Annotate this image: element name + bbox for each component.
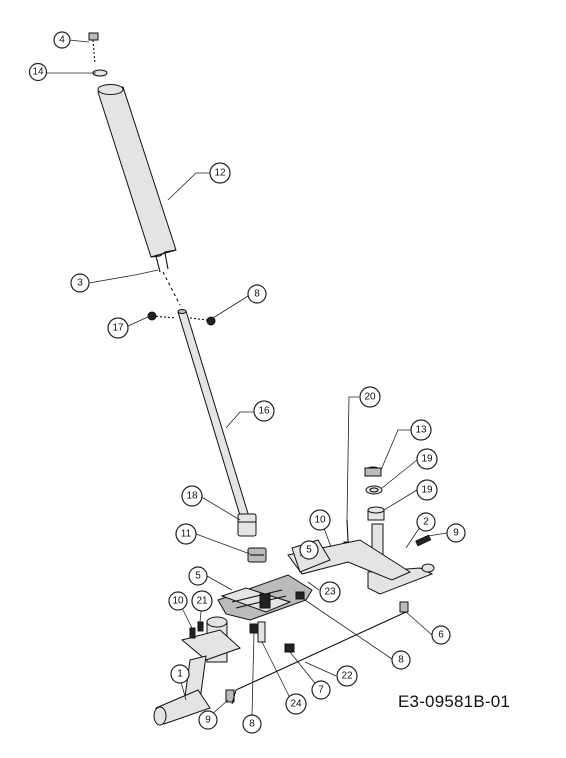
svg-text:18: 18: [186, 491, 198, 502]
callout-20: 20: [359, 386, 381, 408]
svg-text:24: 24: [290, 699, 302, 710]
callout-22: 22: [336, 665, 358, 687]
nut-part-7: [284, 643, 295, 653]
callout-1: 1: [170, 664, 190, 684]
callout-19-lower: 19: [416, 479, 438, 501]
svg-text:8: 8: [398, 655, 404, 666]
callout-23: 23: [319, 581, 341, 603]
gear-part-18: [237, 513, 257, 537]
callout-7: 7: [311, 680, 331, 700]
steering-tube-sleeve: [97, 84, 177, 273]
svg-text:19: 19: [421, 485, 433, 496]
svg-text:5: 5: [195, 571, 201, 582]
callout-8-mid: 8: [391, 650, 411, 670]
screw-part: [88, 32, 99, 65]
svg-text:23: 23: [324, 587, 336, 598]
svg-text:5: 5: [306, 545, 312, 556]
bushing-part-19a: [365, 485, 383, 495]
svg-text:19: 19: [421, 454, 433, 465]
svg-text:3: 3: [77, 278, 83, 289]
callout-13: 13: [410, 419, 432, 441]
pin-part-10-left: [189, 627, 196, 639]
svg-text:16: 16: [258, 406, 270, 417]
nut-part-8-bottom: [249, 623, 259, 634]
svg-text:10: 10: [172, 596, 184, 607]
svg-text:10: 10: [314, 515, 326, 526]
callout-8-top: 8: [247, 284, 267, 304]
callout-14: 14: [28, 62, 48, 82]
callout-21: 21: [191, 590, 213, 612]
nut-part-8-mid: [295, 591, 305, 600]
svg-text:12: 12: [214, 168, 226, 179]
svg-text:21: 21: [196, 596, 208, 607]
callout-6: 6: [431, 625, 451, 645]
bushing-part-19b: [367, 506, 385, 521]
nut-part-8-top: [189, 316, 216, 326]
svg-text:9: 9: [205, 715, 211, 726]
svg-text:11: 11: [181, 529, 192, 540]
callout-16: 16: [253, 400, 275, 422]
leader-lines: [47, 39, 448, 717]
bolt-part-24: [257, 621, 266, 643]
callout-5-left: 5: [188, 566, 208, 586]
callout-10-right: 10: [309, 509, 331, 531]
svg-text:4: 4: [59, 35, 65, 46]
callout-18: 18: [181, 485, 203, 507]
pin-part-9-right: [415, 534, 432, 547]
callout-9-right: 9: [446, 523, 466, 543]
svg-text:13: 13: [415, 425, 427, 436]
svg-text:22: 22: [341, 671, 353, 682]
svg-text:8: 8: [249, 719, 255, 730]
diagram-reference-code: E3-09581B-01: [398, 692, 511, 711]
callout-5-right: 5: [299, 540, 319, 560]
callout-3: 3: [70, 273, 90, 293]
svg-text:1: 1: [177, 669, 183, 680]
callout-12: 12: [209, 162, 231, 184]
callout-8-bottom: 8: [242, 714, 262, 734]
callout-11: 11: [175, 523, 197, 545]
clip-part-21: [197, 621, 204, 632]
callout-2: 2: [416, 512, 436, 532]
svg-text:17: 17: [112, 323, 124, 334]
svg-text:14: 14: [32, 67, 44, 78]
cap-part-13: [364, 466, 382, 477]
svg-text:20: 20: [364, 392, 376, 403]
gear-part-11: [247, 547, 267, 563]
callout-24: 24: [285, 693, 307, 715]
svg-text:9: 9: [453, 528, 459, 539]
spindle-part-1: [153, 616, 241, 726]
svg-text:7: 7: [318, 685, 324, 696]
clip-part-6: [399, 601, 409, 613]
callout-9-left: 9: [198, 710, 218, 730]
svg-text:8: 8: [254, 289, 260, 300]
callout-10-left: 10: [168, 591, 188, 611]
callout-17: 17: [107, 317, 129, 339]
callout-4: 4: [53, 31, 71, 49]
svg-text:2: 2: [423, 517, 429, 528]
callout-19-upper: 19: [416, 448, 438, 470]
svg-text:6: 6: [438, 630, 444, 641]
bolt-part-17: [147, 311, 177, 321]
